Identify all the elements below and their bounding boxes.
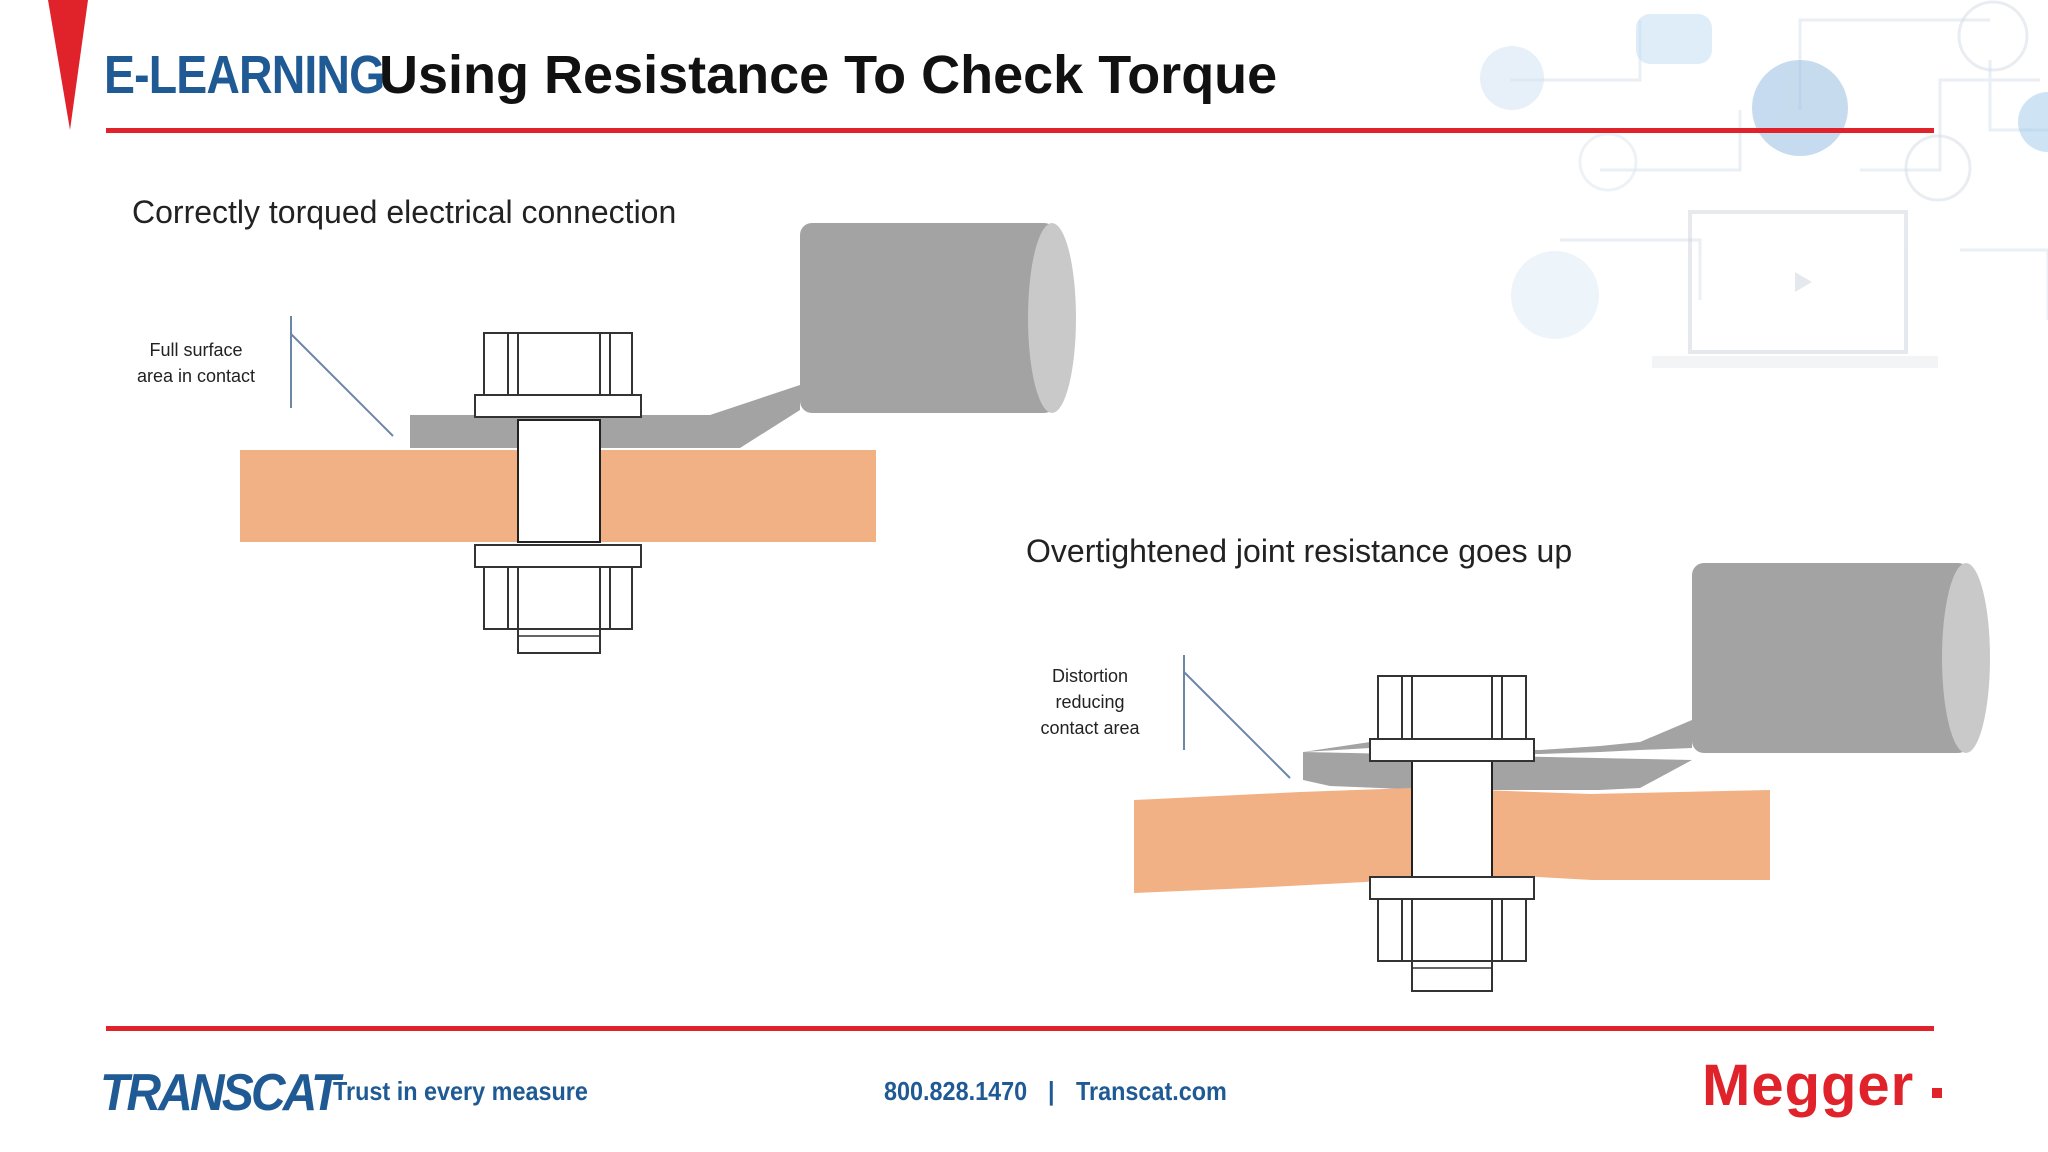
megger-logo-mark (1932, 1088, 1942, 1098)
top-washer (474, 394, 642, 418)
distortion-callout-line3: contact area (1040, 718, 1140, 738)
distortion-callout-line2: reducing (1055, 692, 1125, 712)
footer-divider (106, 1026, 1934, 1031)
footer-phone: 800.828.1470 (884, 1076, 1028, 1106)
cable-barrel (800, 223, 1056, 413)
bolt-shaft (517, 419, 601, 543)
footer-tagline: Trust in every measure (333, 1076, 588, 1106)
cable-end (1028, 223, 1076, 413)
full-surface-callout-line2: area in contact (136, 366, 256, 386)
nut (1377, 898, 1527, 962)
bottom-washer (1369, 876, 1535, 900)
full-surface-callout-line1: Full surface (149, 340, 243, 360)
distortion-callout-line1: Distortion (1051, 666, 1129, 686)
bolt-shaft (1411, 756, 1493, 884)
correct-connection-caption: Correctly torqued electrical connection (132, 194, 677, 230)
footer-separator: | (1048, 1076, 1055, 1106)
lug-strap (1303, 720, 1692, 790)
bolt-tip (1411, 960, 1493, 992)
cable-barrel (1692, 563, 1970, 753)
megger-logo: Megger (1702, 1053, 1915, 1118)
top-washer (1369, 738, 1535, 762)
distortion-callout: Distortion reducing contact area (1010, 663, 1170, 741)
page-title: Using Resistance To Check Torque (379, 45, 1278, 105)
header-red-marker (48, 0, 88, 130)
bottom-washer (474, 544, 642, 568)
header-divider (106, 128, 1934, 133)
footer-website-link[interactable]: Transcat.com (1076, 1076, 1227, 1106)
laptop-icon (1652, 210, 1938, 368)
transcat-logo: TRANSCAT (100, 1064, 340, 1122)
overtightened-caption: Overtightened joint resistance goes up (1026, 533, 1573, 569)
callout-pointer-line (1183, 671, 1291, 779)
correct-connection-diagram (240, 223, 1076, 654)
header-brand: E-LEARNING (104, 45, 385, 105)
overtightened-diagram (1134, 563, 1990, 992)
background-decoration (1480, 0, 2048, 368)
full-surface-callout: Full surface area in contact (118, 337, 274, 389)
cable-end (1942, 563, 1990, 753)
bolt-head (1377, 675, 1527, 740)
bolt-tip (517, 628, 601, 654)
deco-circles (1480, 0, 2048, 339)
callout-pointer-line (290, 333, 394, 437)
